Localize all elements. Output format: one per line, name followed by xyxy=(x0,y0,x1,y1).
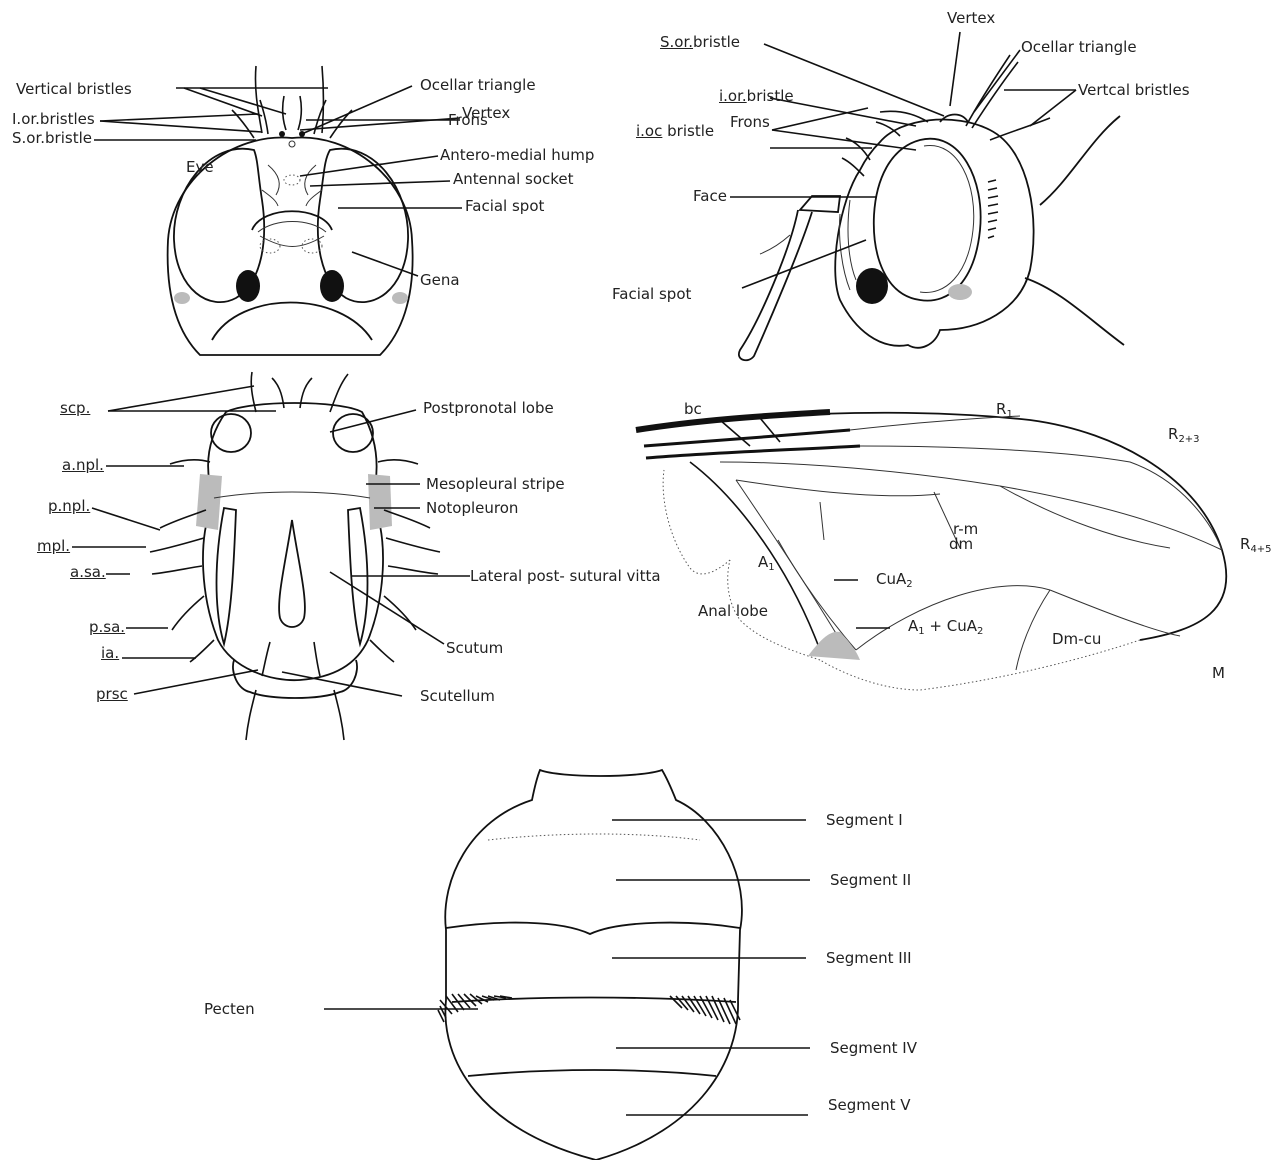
label-mpl: mpl. xyxy=(37,538,70,554)
label-r1: R1 xyxy=(996,401,1013,423)
label-r45-main: R xyxy=(1240,535,1250,553)
label-dm: dm xyxy=(949,536,973,552)
label-p-sa: p.sa. xyxy=(89,619,125,635)
label-a1-cua2: A1 + CuA2 xyxy=(908,618,983,640)
label-r1-sub: 1 xyxy=(1006,409,1012,420)
label-ocellar-triangle-front: Ocellar triangle xyxy=(420,77,536,93)
label-a-npl: a.npl. xyxy=(62,457,104,473)
label-dm-cu: Dm-cu xyxy=(1052,631,1101,647)
label-r1-main: R xyxy=(996,400,1006,418)
label-ocellar-triangle-side: Ocellar triangle xyxy=(1021,39,1137,55)
label-segment-4: Segment IV xyxy=(830,1040,917,1056)
label-p-npl: p.npl. xyxy=(48,498,90,514)
label-scp: scp. xyxy=(60,400,90,416)
label-ia: ia. xyxy=(101,645,119,661)
label-antennal-socket: Antennal socket xyxy=(453,171,574,187)
label-postpronotal-lobe: Postpronotal lobe xyxy=(423,400,554,416)
label-i-or-bristles: I.or.bristles xyxy=(12,111,95,127)
abdomen-drawing xyxy=(324,770,810,1160)
label-a1: A1 xyxy=(758,554,775,576)
label-segment-3: Segment III xyxy=(826,950,912,966)
label-mesopleural-stripe: Mesopleural stripe xyxy=(426,476,565,492)
label-s-or-bristle-front: S.or.bristle xyxy=(12,130,92,146)
label-notopleuron: Notopleuron xyxy=(426,500,518,516)
label-s-or-rest: bristle xyxy=(693,33,740,51)
label-s-or-bristle-side: S.or.bristle xyxy=(660,34,740,50)
label-i-or-bristle-side: i.or.bristle xyxy=(719,88,794,104)
label-m: M xyxy=(1212,665,1225,681)
label-pecten: Pecten xyxy=(204,1001,255,1017)
label-frons-front: Frons xyxy=(448,112,488,128)
label-segment-1: Segment I xyxy=(826,812,903,828)
label-vertical-bristles-side: Vertcal bristles xyxy=(1078,82,1190,98)
label-antero-medial-hump: Antero-medial hump xyxy=(440,147,594,163)
label-cua2-sub: 2 xyxy=(906,579,912,590)
label-face: Face xyxy=(693,188,727,204)
label-lateral-post-sutural-vitta: Lateral post- sutural vitta xyxy=(470,568,661,584)
label-facial-spot-side: Facial spot xyxy=(612,286,691,302)
label-i-or-underlined: i.or. xyxy=(719,87,747,105)
label-cua2-main: CuA xyxy=(876,570,906,588)
label-a1-cua2-plus: + CuA xyxy=(925,617,977,635)
label-a1-sub: 1 xyxy=(768,562,774,573)
label-r23-sub: 2+3 xyxy=(1178,434,1199,445)
label-a1-cua2-sub2: 2 xyxy=(977,626,983,637)
label-vertex-side: Vertex xyxy=(947,10,995,26)
label-cua2: CuA2 xyxy=(876,571,913,593)
label-s-or-underlined: S.or. xyxy=(660,33,693,51)
head-front-drawing xyxy=(94,66,462,355)
label-frons-side: Frons xyxy=(730,114,770,130)
label-i-oc-underlined: i.oc xyxy=(636,122,662,140)
head-side-drawing xyxy=(730,32,1124,360)
label-a1-cua2-main: A xyxy=(908,617,918,635)
label-prsc: prsc xyxy=(96,686,128,702)
label-r45: R4+5 xyxy=(1240,536,1272,558)
label-segment-5: Segment V xyxy=(828,1097,911,1113)
label-i-oc-rest: bristle xyxy=(662,122,714,140)
label-i-or-rest: bristle xyxy=(747,87,794,105)
wing-drawing xyxy=(636,412,1226,690)
label-anal-lobe: Anal lobe xyxy=(698,603,768,619)
label-facial-spot-front: Facial spot xyxy=(465,198,544,214)
label-a1-main: A xyxy=(758,553,768,571)
label-scutellum: Scutellum xyxy=(420,688,495,704)
label-segment-2: Segment II xyxy=(830,872,911,888)
label-r23: R2+3 xyxy=(1168,426,1200,448)
label-bc: bc xyxy=(684,401,702,417)
thorax-drawing xyxy=(72,372,470,740)
label-scutum: Scutum xyxy=(446,640,503,656)
label-eye: Eye xyxy=(186,159,214,175)
label-r45-sub: 4+5 xyxy=(1250,544,1271,555)
label-vertical-bristles-front: Vertical bristles xyxy=(16,81,132,97)
label-gena: Gena xyxy=(420,272,460,288)
label-i-oc-bristle: i.oc bristle xyxy=(636,123,714,139)
label-r23-main: R xyxy=(1168,425,1178,443)
label-a-sa: a.sa. xyxy=(70,564,106,580)
